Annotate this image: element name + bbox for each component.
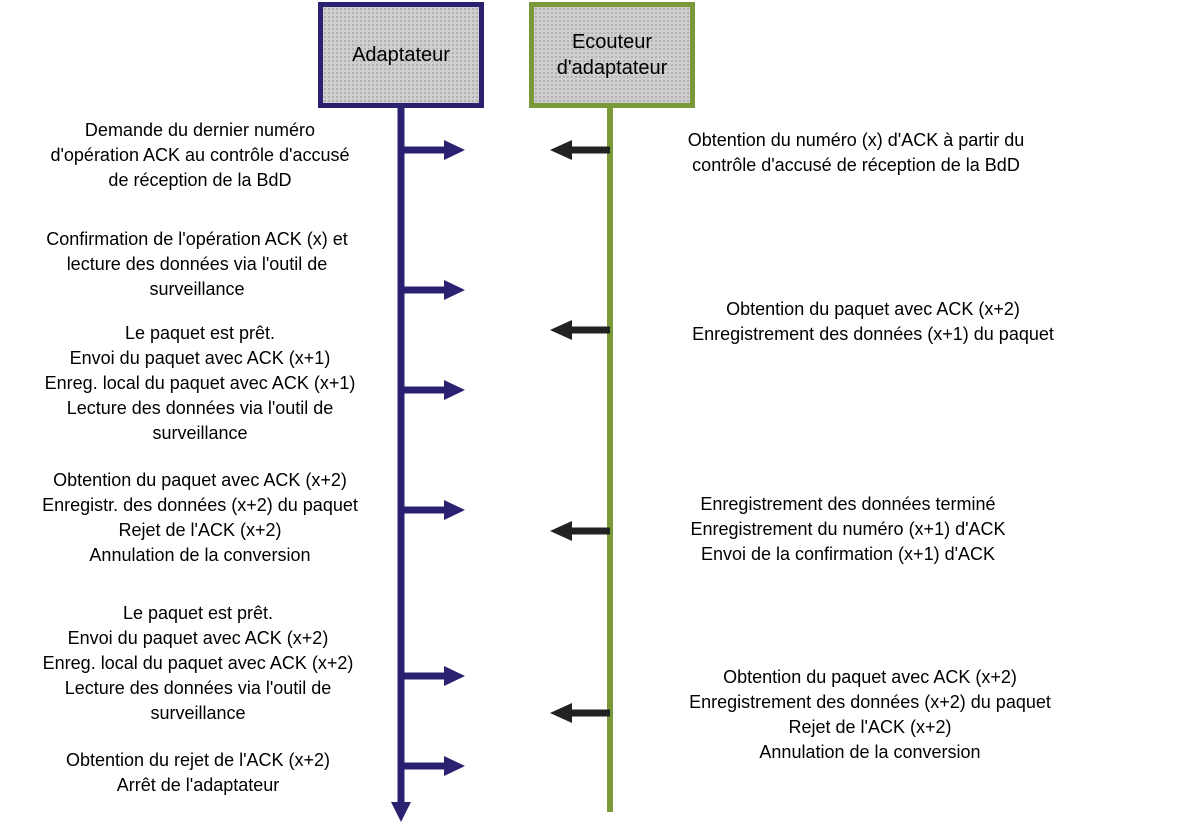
listener-box: Ecouteur d'adaptateur xyxy=(529,2,695,108)
note-line: Le paquet est prêt. xyxy=(122,603,274,623)
note-line: Demande du dernier numéro xyxy=(84,120,316,140)
adapter-note: Demande du dernier numéro d'opération ACK… xyxy=(50,118,349,193)
arrowhead-left xyxy=(550,521,572,541)
note-line: surveillance xyxy=(150,703,246,723)
note-line: surveillance xyxy=(152,423,248,443)
note-line: Obtention du rejet de l'ACK (x+2) xyxy=(65,750,331,770)
listener-note: Obtention du paquet avec ACK (x+2) Enregi… xyxy=(689,665,1051,765)
listener-label-line: d'adaptateur xyxy=(556,57,668,79)
note-line: Enregistrement du numéro (x+1) d'ACK xyxy=(690,519,1006,539)
note-line: Confirmation de l'opération ACK (x) et xyxy=(46,229,348,249)
note-line: d'opération ACK au contrôle d'accusé xyxy=(50,145,350,165)
note-line: Lecture des données via l'outil de xyxy=(64,678,332,698)
note-line: Envoi du paquet avec ACK (x+1) xyxy=(69,348,331,368)
note-line: Obtention du paquet avec ACK (x+2) xyxy=(53,470,347,490)
note-line: Envoi du paquet avec ACK (x+2) xyxy=(67,628,329,648)
adapter-note: Le paquet est prêt. Envoi du paquet avec … xyxy=(43,601,354,726)
note-line: Enregistrement des données (x+1) du paqu… xyxy=(692,324,1054,344)
arrowhead-right xyxy=(444,140,465,160)
note-line: Rejet de l'ACK (x+2) xyxy=(118,520,282,540)
note-line: Obtention du numéro (x) d'ACK à partir d… xyxy=(687,130,1025,150)
adapter-label: Adaptateur xyxy=(352,44,450,66)
arrowhead-right xyxy=(444,756,465,776)
note-line: Enreg. local du paquet avec ACK (x+2) xyxy=(42,653,354,673)
listener-label-line: Ecouteur xyxy=(571,31,653,53)
arrowhead-right xyxy=(444,500,465,520)
arrowhead-left xyxy=(550,703,572,723)
note-line: Enreg. local du paquet avec ACK (x+1) xyxy=(44,373,356,393)
note-line: Lecture des données via l'outil de xyxy=(66,398,334,418)
note-line: Envoi de la confirmation (x+1) d'ACK xyxy=(700,544,996,564)
note-line: Annulation de la conversion xyxy=(89,545,311,565)
listener-note: Obtention du numéro (x) d'ACK à partir d… xyxy=(688,128,1025,178)
adapter-note: Obtention du rejet de l'ACK (x+2) Arrêt d… xyxy=(66,748,330,798)
note-line: surveillance xyxy=(149,279,245,299)
note-line: Enregistrement des données (x+2) du paqu… xyxy=(689,692,1051,712)
note-line: Enregistrement des données terminé xyxy=(700,494,996,514)
note-line: Rejet de l'ACK (x+2) xyxy=(788,717,952,737)
note-line: contrôle d'accusé de réception de la BdD xyxy=(692,155,1020,175)
adapter-note: Le paquet est prêt. Envoi du paquet avec … xyxy=(45,321,356,446)
note-line: Obtention du paquet avec ACK (x+2) xyxy=(726,299,1020,319)
note-line: lecture des données via l'outil de xyxy=(66,254,328,274)
note-line: Annulation de la conversion xyxy=(759,742,981,762)
arrowhead-left xyxy=(550,320,572,340)
adapter-note: Obtention du paquet avec ACK (x+2) Enregi… xyxy=(42,468,358,568)
note-line: Le paquet est prêt. xyxy=(124,323,276,343)
adapter-box: Adaptateur xyxy=(318,2,484,108)
adapter-lifeline-arrowhead xyxy=(391,802,411,822)
listener-note: Obtention du paquet avec ACK (x+2) Enregi… xyxy=(692,297,1054,347)
note-line: Enregistr. des données (x+2) du paquet xyxy=(42,495,358,515)
arrowhead-right xyxy=(444,280,465,300)
adapter-note: Confirmation de l'opération ACK (x) et le… xyxy=(46,227,348,302)
arrowhead-right xyxy=(444,666,465,686)
note-line: de réception de la BdD xyxy=(108,170,292,190)
note-line: Obtention du paquet avec ACK (x+2) xyxy=(723,667,1017,687)
note-line: Arrêt de l'adaptateur xyxy=(116,775,280,795)
arrowhead-left xyxy=(550,140,572,160)
arrowhead-right xyxy=(444,380,465,400)
